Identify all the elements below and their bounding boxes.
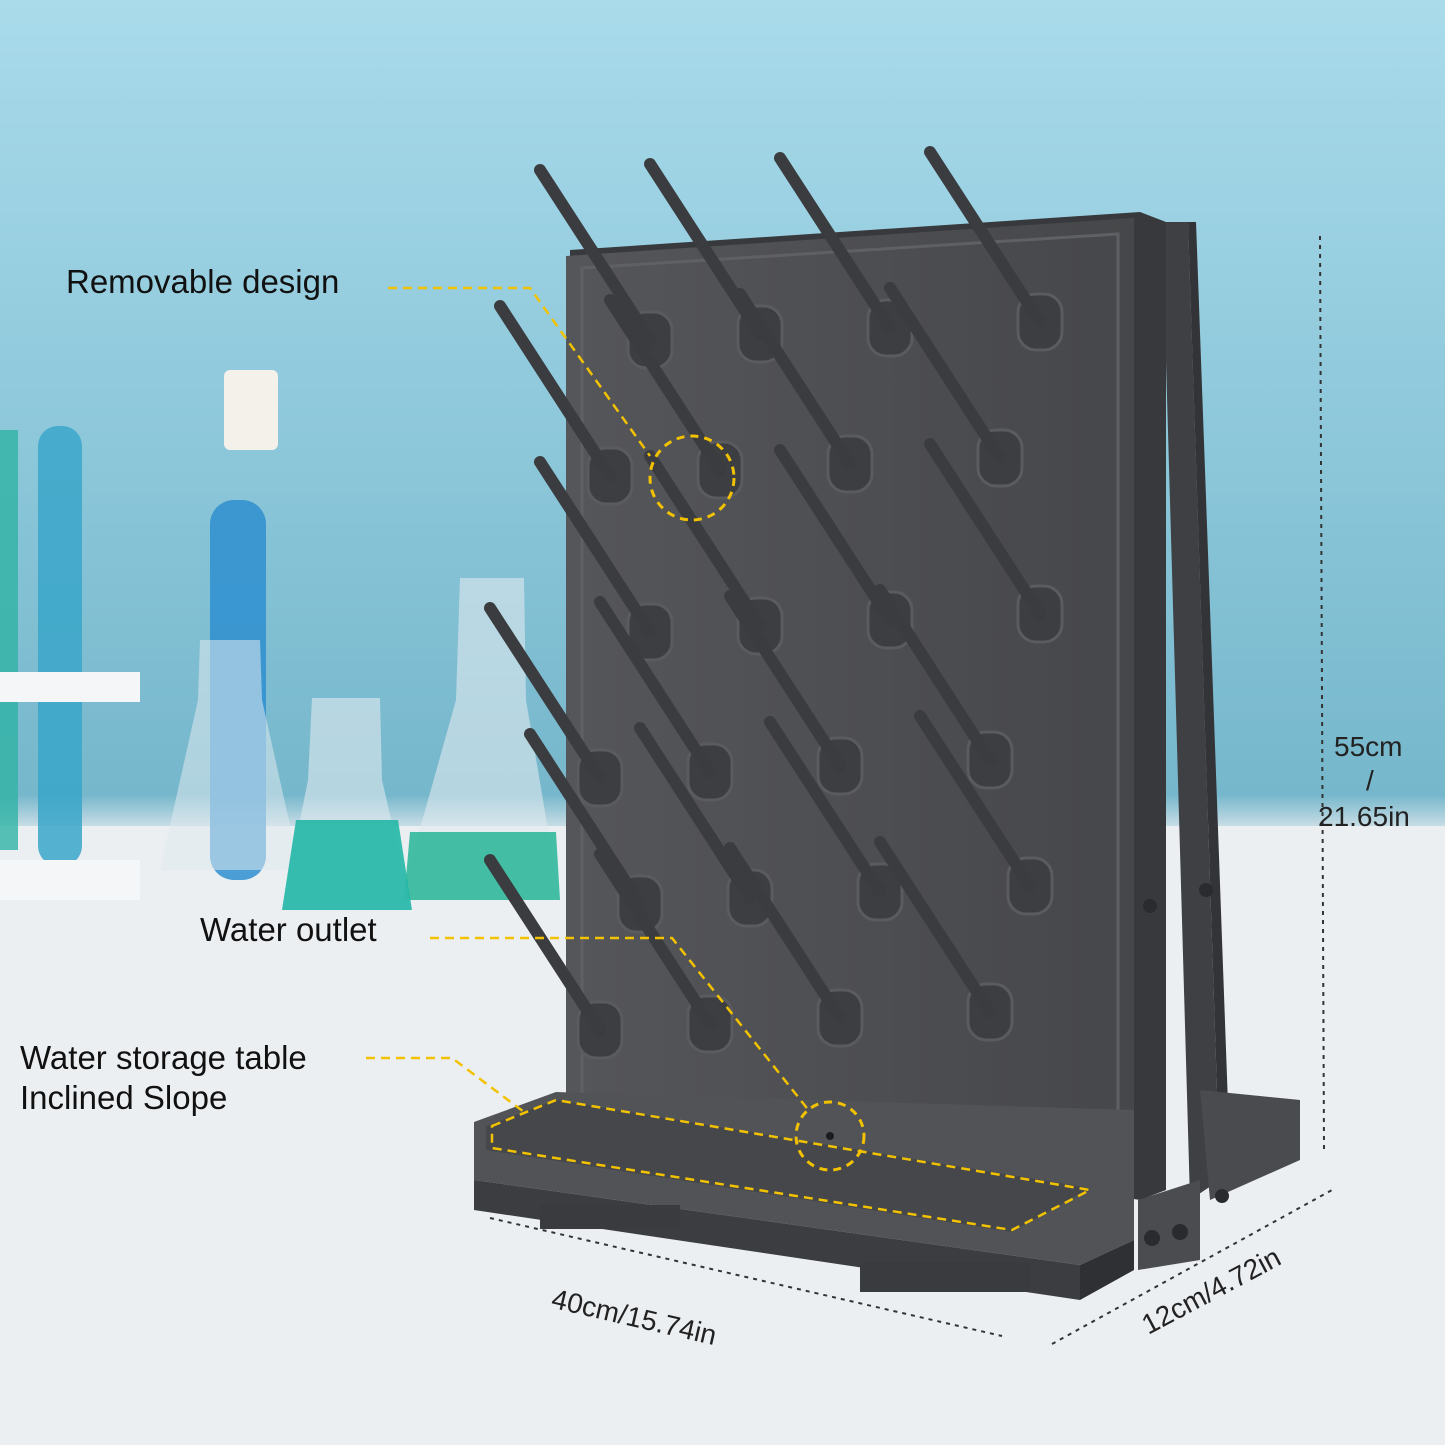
peg-rod — [874, 584, 996, 766]
peg-rod — [914, 710, 1036, 892]
peg-rod — [924, 146, 1046, 328]
peg-rod — [884, 282, 1006, 464]
callout-outlet-marker — [430, 936, 866, 1172]
callout-storage-label-line2: Inclined Slope — [20, 1079, 228, 1116]
peg-array — [484, 146, 1064, 1060]
peg-rod — [524, 728, 646, 910]
peg-rod — [724, 590, 846, 772]
peg-rod — [644, 450, 766, 632]
height-in-label: 21.65in — [1318, 801, 1410, 832]
callout-water-outlet-label: Water outlet — [200, 911, 377, 948]
peg-rod — [774, 444, 896, 626]
peg-rod — [534, 164, 656, 346]
callout-removable-label: Removable design — [66, 263, 340, 300]
peg-rod — [484, 602, 606, 784]
peg-rod — [604, 294, 726, 476]
peg-rod — [734, 288, 856, 470]
callout-removable-marker — [388, 286, 736, 522]
height-separator: / — [1366, 765, 1374, 796]
callout-storage-label-line1: Water storage table — [20, 1039, 307, 1076]
drying-rack — [474, 146, 1300, 1300]
peg-rod — [764, 716, 886, 898]
peg-rod — [874, 836, 996, 1018]
peg-rod — [594, 596, 716, 778]
height-cm-label: 55cm — [1334, 731, 1403, 762]
peg-rod — [634, 722, 756, 904]
peg-rod — [494, 300, 616, 482]
peg-rod — [724, 842, 846, 1024]
peg-rod — [924, 438, 1046, 620]
dimension-lines — [489, 235, 1333, 1345]
peg-rod — [534, 456, 656, 638]
peg-rod — [774, 152, 896, 334]
peg-rod — [484, 854, 606, 1036]
